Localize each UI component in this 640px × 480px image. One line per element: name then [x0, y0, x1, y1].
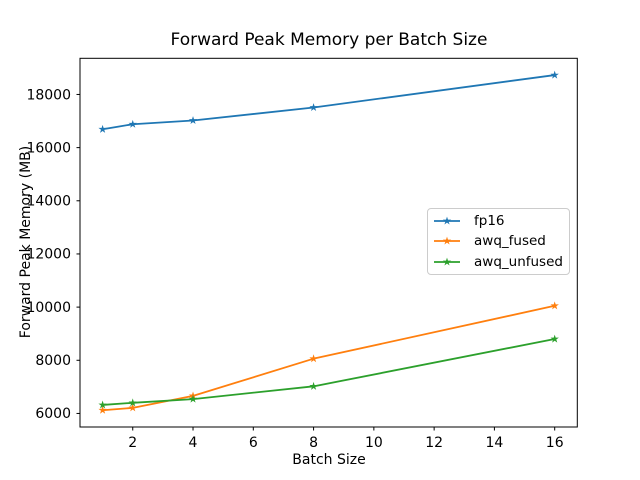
- y-tick-label-12000: 12000: [26, 247, 71, 263]
- legend: fp16 awq_fused awq_unfused: [427, 208, 570, 275]
- x-tick-label-6: 6: [249, 435, 258, 451]
- y-tick-label-18000: 18000: [26, 87, 71, 103]
- x-axis-label: Batch Size: [292, 452, 366, 468]
- marker-awq_fused-batch-16: [550, 301, 559, 310]
- marker-fp16-batch-16: [550, 70, 559, 79]
- x-tick-label-4: 4: [189, 435, 198, 451]
- legend-label-awq-fused: awq_fused: [474, 233, 546, 250]
- marker-awq_unfused-batch-2: [128, 398, 137, 407]
- legend-item-fp16: fp16: [433, 211, 563, 231]
- marker-fp16-batch-1: [98, 124, 107, 133]
- marker-awq_fused-batch-1: [98, 405, 107, 414]
- x-tick-label-12: 12: [425, 435, 443, 451]
- legend-label-fp16: fp16: [474, 213, 505, 230]
- marker-fp16-batch-4: [188, 116, 198, 125]
- x-tick-label-2: 2: [128, 435, 137, 451]
- marker-awq_unfused-batch-16: [550, 334, 559, 343]
- axes-frame: [79, 57, 578, 428]
- marker-awq_unfused-batch-4: [188, 394, 198, 403]
- chart-title: Forward Peak Memory per Batch Size: [170, 30, 488, 50]
- marker-awq_unfused-batch-1: [98, 400, 107, 409]
- marker-fp16-batch-2: [128, 119, 137, 128]
- marker-fp16-batch-8: [309, 103, 318, 112]
- x-tick-label-8: 8: [309, 435, 318, 451]
- series-line-awq_unfused: [101, 338, 556, 406]
- x-tick-label-16: 16: [546, 435, 564, 451]
- y-tick-label-14000: 14000: [26, 194, 71, 210]
- marker-awq_unfused-batch-8: [309, 381, 318, 390]
- legend-item-awq-fused: awq_fused: [433, 231, 563, 251]
- y-tick-label-8000: 8000: [35, 353, 71, 369]
- x-tick-label-14: 14: [486, 435, 504, 451]
- legend-line-marker-icon: [434, 237, 460, 246]
- y-axis-label: Forward Peak Memory (MB): [18, 145, 34, 339]
- series-line-fp16: [101, 74, 556, 131]
- marker-awq_fused-batch-2: [128, 403, 137, 412]
- legend-label-awq-unfused: awq_unfused: [474, 253, 563, 270]
- x-tick-label-10: 10: [365, 435, 383, 451]
- y-tick-label-6000: 6000: [35, 406, 71, 422]
- legend-line-marker-icon: [434, 257, 460, 266]
- y-tick-label-10000: 10000: [26, 300, 71, 316]
- legend-item-awq-unfused: awq_unfused: [433, 252, 563, 272]
- series-line-awq_fused: [101, 304, 556, 412]
- y-tick-label-16000: 16000: [26, 140, 71, 156]
- legend-line-marker-icon: [434, 216, 460, 225]
- marker-awq_fused-batch-8: [309, 354, 318, 363]
